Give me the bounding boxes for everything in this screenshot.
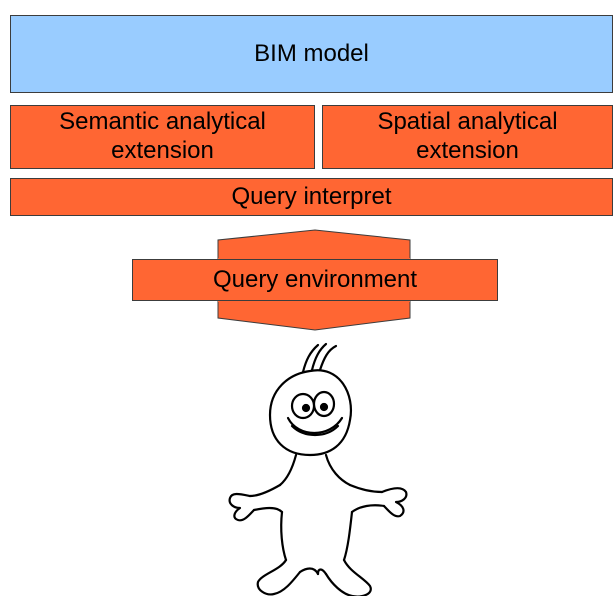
spatial-extension-label: Spatial analytical extension bbox=[377, 108, 558, 164]
query-environment-box: Query environment bbox=[132, 259, 498, 301]
bim-model-label: BIM model bbox=[254, 39, 369, 67]
bim-model-box: BIM model bbox=[10, 15, 613, 93]
query-interpret-box: Query interpret bbox=[10, 178, 613, 216]
semantic-extension-box: Semantic analytical extension bbox=[10, 105, 315, 169]
query-interpret-label: Query interpret bbox=[231, 182, 392, 210]
query-environment-label: Query environment bbox=[212, 265, 418, 293]
spatial-extension-box: Spatial analytical extension bbox=[322, 105, 613, 169]
semantic-extension-label: Semantic analytical extension bbox=[59, 108, 266, 164]
